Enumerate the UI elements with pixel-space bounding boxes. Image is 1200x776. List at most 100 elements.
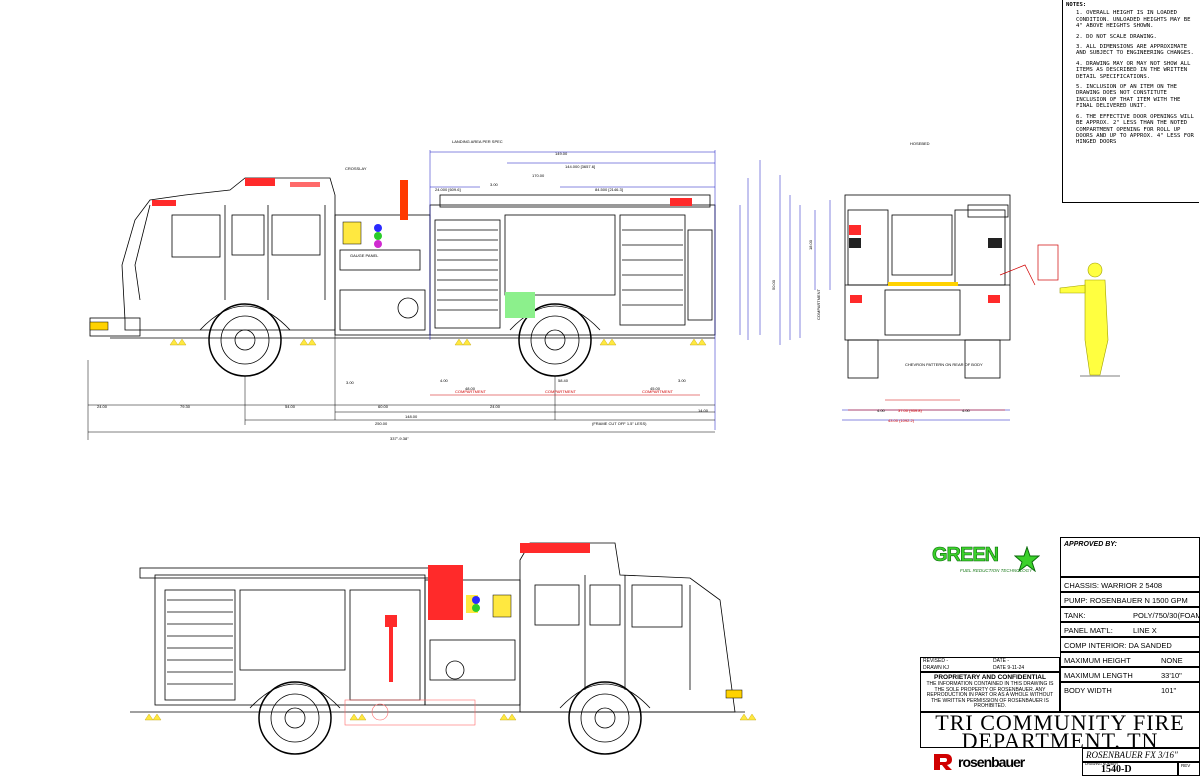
revised-label: REVISED - [923,658,949,664]
proprietary-text: THE INFORMATION CONTAINED IN THIS DRAWIN… [926,681,1054,710]
callout-compartment-rear: COMPARTMENT [816,288,821,320]
dim-bottom-b: 79.30 [180,404,191,409]
dim-bottom-d: 60.00 [378,404,389,409]
panel-label: PANEL MAT'L: [1064,626,1113,635]
rear-view-accents [849,225,1120,377]
bottom-view-accents [144,543,757,726]
revised-date: DATE - [993,658,1010,664]
rear-dimension-lines-red [848,399,1005,411]
drawing-number-value: 1540-D [1101,764,1132,775]
drawn-date: DATE 9-11-24 [993,664,1025,671]
proprietary-notice: PROPRIETARY AND CONFIDENTIAL THE INFORMA… [920,672,1060,712]
drawing-number: DRAWING NUMBER 1540-D [1082,762,1178,776]
dim-top-left: 24.000 [609.6] [435,187,461,192]
comp-interior-value: DA SANDED [1128,641,1172,650]
max-length-row: MAXIMUM LENGTH 33'10" [1060,667,1200,682]
dim-bottom-a: 24.00 [97,404,108,409]
max-length-label: MAXIMUM LENGTH [1064,671,1133,680]
tank-label: TANK: [1064,611,1086,620]
revision-box: REVISED - DATE - DRAWN KJ DATE 9-11-24 [920,657,1060,672]
rear-dim-b: 43.00 (1092.2) [888,418,915,423]
department-name: TRI COMMUNITY FIRE DEPARTMENT, TN [920,710,1200,752]
rear-dim-c: 4.00 [877,408,886,413]
drawn-label: DRAWN KJ [923,664,949,671]
note-item: 4. DRAWING MAY OR MAY NOT SHOW ALL ITEMS… [1076,60,1191,80]
truck-side-view-bottom [130,542,745,755]
pump-row: PUMP: ROSENBAUER N 1500 GPM [1060,592,1200,607]
dim-bottom-f: 148.00 [405,414,418,419]
pump-label: PUMP: [1064,596,1088,605]
rear-dim-a: 37.00 (939.8) [898,408,922,413]
dim-bottom-h: 337"-9.38" [390,436,409,441]
pump-value: ROSENBAUER N 1500 GPM [1089,596,1188,605]
rear-dimension-lines [779,175,1010,421]
model-name: ROSENBAUER FX 3/16" [1082,748,1200,762]
rear-dim-f: 18.00 [808,239,813,250]
body-width-value: 101" [1161,686,1177,695]
panel-row: PANEL MAT'L: LINE X [1060,622,1200,637]
green-logo-text: GREEN [932,544,1000,567]
max-length-value: 33'10" [1161,671,1182,680]
notes-panel: NOTES: 1. OVERALL HEIGHT IS IN LOADED CO… [1062,0,1199,203]
compartment-label-2: COMPARTMENT [545,389,577,394]
dim-top-main: 144.000 [3657.6] [565,164,595,169]
compartment-label-3: COMPARTMENT [642,389,674,394]
note-item: 6. THE EFFECTIVE DOOR OPENINGS WILL BE A… [1076,113,1194,146]
panel-value: LINE X [1133,626,1157,635]
dimension-lines-bottom [87,330,715,440]
max-height-label: MAXIMUM HEIGHT [1064,656,1131,665]
department-line-1: TRI COMMUNITY FIRE [935,710,1185,735]
notes-title: NOTES: [1066,2,1087,8]
dim-bottom-g: 250.00 [375,421,388,426]
firefighter-figure [1059,262,1109,376]
approved-by-box: APPROVED BY: [1060,537,1200,577]
callout-landing-area: LANDING AREA PER SPEC [452,139,503,144]
drawing-number-label: DRAWING NUMBER [1085,762,1118,766]
note-item: 1. OVERALL HEIGHT IS IN LOADED CONDITION… [1076,10,1191,30]
body-width-label: BODY WIDTH [1064,686,1112,695]
truck-rear-view [844,194,1011,379]
note-item: 3. ALL DIMENSIONS ARE APPROXIMATE AND SU… [1076,44,1194,57]
callout-hosebed: HOSEBED [910,141,930,146]
tank-row: TANK: POLY/750/30(FOAM) [1060,607,1200,622]
dim-bottom-c: 54.00 [285,404,296,409]
max-height-row: MAXIMUM HEIGHT NONE [1060,652,1200,667]
green-logo-subtext: FUEL REDUCTION TECHNOLOGY [960,568,1033,573]
comp-interior-label: COMP INTERIOR: [1064,641,1127,650]
dim-top-height: 170.00 [532,173,545,178]
note-item: 5. INCLUSION OF AN ITEM ON THE DRAWING D… [1076,84,1181,110]
comp-interior-row: COMP INTERIOR: DA SANDED [1060,637,1200,652]
top-view-accents [89,178,707,346]
dim-bottom-e: 24.00 [490,404,501,409]
frame-note: (FRAME CUT OFF 1.5" LESS) [592,421,647,426]
brand-name: rosenbauer [958,754,1025,770]
dim-bottom-l: 48.00 [465,386,476,391]
star-icon [1014,546,1040,572]
note-item: 2. DO NOT SCALE DRAWING. [1076,33,1157,40]
rev-box: REV [1178,762,1200,776]
callout-chevron: CHEVRON PATTERN ON REAR OF BODY [905,362,983,367]
green-logo: GREEN FUEL REDUCTION TECHNOLOGY [932,544,1052,584]
chassis-label: CHASSIS: [1064,581,1100,590]
chassis-value: WARRIOR 2 5408 [1101,581,1163,590]
proprietary-heading: PROPRIETARY AND CONFIDENTIAL [934,674,1046,681]
compartment-label-1: COMPARTMENT [455,389,487,394]
dim-bottom-k: 4.00 [440,378,449,383]
max-height-value: NONE [1161,656,1183,665]
body-width-row: BODY WIDTH 101" [1060,682,1200,712]
dim-bottom-m: 58.40 [558,378,569,383]
dim-top-overall: 149.00 [555,151,568,156]
rosenbauer-logo-icon [934,754,952,770]
rear-dim-e: 50.00 [771,279,776,290]
dimension-lines-top [429,150,761,430]
dim-bottom-n: 45.00 [650,386,661,391]
dim-bottom-i: 14.00 [698,408,709,413]
dim-top-mid: 84.500 [2146.3] [595,187,623,192]
callout-crosslay: CROSSLAY [345,166,367,171]
dim-bottom-o: 3.00 [678,378,687,383]
dim-bottom-j: 3.00 [346,380,355,385]
title-block: GREEN FUEL REDUCTION TECHNOLOGY APPROVED… [908,537,1200,776]
dimension-labels: 144.000 [3657.6] 24.000 [609.6] 84.500 [… [97,139,983,441]
tank-value: POLY/750/30(FOAM) [1133,611,1200,620]
